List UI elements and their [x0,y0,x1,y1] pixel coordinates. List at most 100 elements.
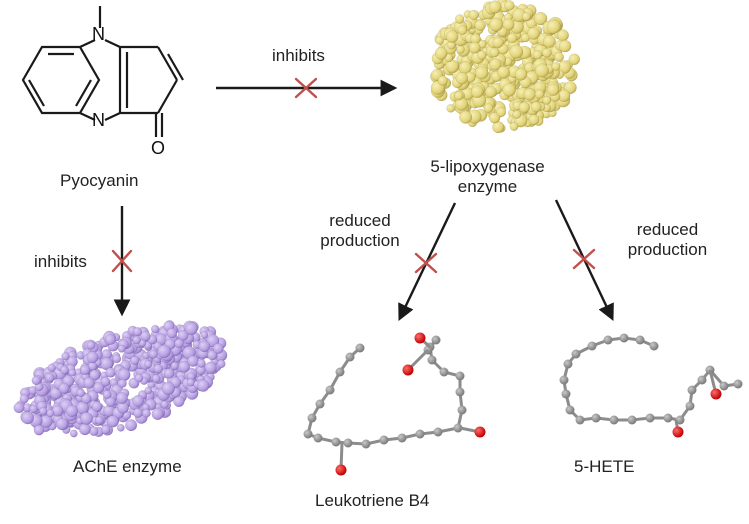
protein-atom-sphere [457,25,468,36]
protein-atom-sphere [47,363,56,372]
carbon-atom [315,399,325,409]
protein-atom-sphere [144,386,153,395]
protein-atom-sphere [523,88,536,101]
protein-atom-sphere [174,338,184,349]
protein-atom-sphere [33,424,45,436]
carbon-atom [313,433,323,443]
protein-atom-sphere [58,382,70,394]
protein-atom-sphere [166,327,178,339]
protein-atom-sphere [534,89,545,99]
protein-atom-sphere [468,41,481,54]
oxygen-atom [335,464,347,476]
ache-protein-image [13,320,228,438]
carbon-atom [453,423,463,433]
carbon-atom [355,343,365,353]
protein-atom-sphere [207,350,218,361]
protein-atom-sphere [456,45,465,54]
protein-atom-sphere [468,9,480,21]
protein-atom-sphere [568,53,581,66]
carbon-atom [345,352,355,362]
protein-atom-sphere [102,390,112,399]
carbon-atom [733,379,743,389]
protein-atom-sphere [509,44,524,59]
protein-atom-sphere [81,393,92,404]
protein-atom-sphere [527,27,541,40]
reduced-left-line1: reduced [329,211,391,230]
cross-icon-middle [414,252,438,274]
inhibits-label-top: inhibits [272,46,325,65]
carbon-atom [379,435,389,445]
protein-atom-sphere [474,19,486,31]
protein-atom-sphere [150,324,160,334]
ache-label: AChE enzyme [73,457,182,476]
protein-atom-sphere [489,17,504,32]
carbon-atom [415,429,425,439]
protein-atom-sphere [542,34,556,48]
protein-atom-sphere [200,331,209,339]
protein-atom-sphere [117,344,126,353]
carbon-atom [455,371,465,381]
lipoxygenase-label-line2: enzyme [457,177,518,196]
oxygen-atom [474,426,486,438]
protein-atom-sphere [117,368,131,382]
pyocyanin-oxygen: O [151,138,166,158]
pyocyanin-nitrogen-bottom: N [92,110,105,130]
protein-atom-sphere [483,103,494,113]
protein-atom-sphere [546,83,560,97]
lipoxygenase-label: 5-lipoxygenase enzyme [415,157,560,197]
protein-atom-sphere [434,47,448,60]
protein-atom-sphere [521,11,531,22]
protein-atom-sphere [60,365,69,375]
carbon-atom [649,341,659,351]
reduced-left-line2: production [320,231,400,250]
protein-atom-sphere [78,423,91,436]
protein-atom-sphere [76,388,86,398]
oxygen-atom [402,364,414,376]
protein-atom-sphere [44,372,55,383]
protein-atom-sphere [534,63,550,78]
protein-atom-sphere [177,330,189,341]
protein-atom-sphere [435,36,444,45]
protein-atom-sphere [459,110,473,124]
carbon-atom [331,437,341,447]
protein-atom-sphere [116,392,128,404]
protein-atom-sphere [132,335,142,345]
protein-atom-sphere [198,340,211,353]
protein-atom-sphere [19,394,29,404]
protein-atom-sphere [488,112,501,124]
reduced-right-line1: reduced [636,220,699,239]
protein-atom-sphere [509,122,519,131]
protein-atom-sphere [546,19,561,34]
protein-atom-sphere [31,375,41,386]
protein-atom-sphere [212,343,224,354]
protein-atom-sphere [484,85,497,98]
carbon-atom [635,335,645,345]
protein-atom-sphere [116,423,125,432]
carbon-atom [571,349,581,359]
protein-atom-sphere [542,96,552,105]
protein-atom-sphere [161,381,175,396]
protein-atom-sphere [446,103,456,113]
hete-label: 5-HETE [574,457,635,476]
reduced-production-label-left: reduced production [305,211,415,251]
protein-atom-sphere [178,360,191,373]
protein-atom-sphere [455,72,469,85]
carbon-atom [627,415,637,425]
protein-atom-sphere [29,404,38,414]
carbon-atom [397,433,407,443]
protein-atom-sphere [92,381,105,394]
protein-atom-sphere [476,50,487,60]
protein-atom-sphere [489,58,502,71]
pyocyanin-left-ring [21,45,101,115]
protein-atom-sphere [558,39,572,53]
carbon-atom [439,367,449,377]
protein-atom-sphere [79,364,91,376]
protein-atom-sphere [65,404,79,418]
protein-atom-sphere [437,75,448,86]
lipoxygenase-label-line1: 5-lipoxygenase [430,157,545,176]
leukotriene-b4-molecule [303,332,486,476]
protein-atom-sphere [514,68,528,81]
protein-atom-sphere [157,344,171,359]
oxygen-atom [414,332,426,344]
protein-atom-sphere [104,334,116,346]
